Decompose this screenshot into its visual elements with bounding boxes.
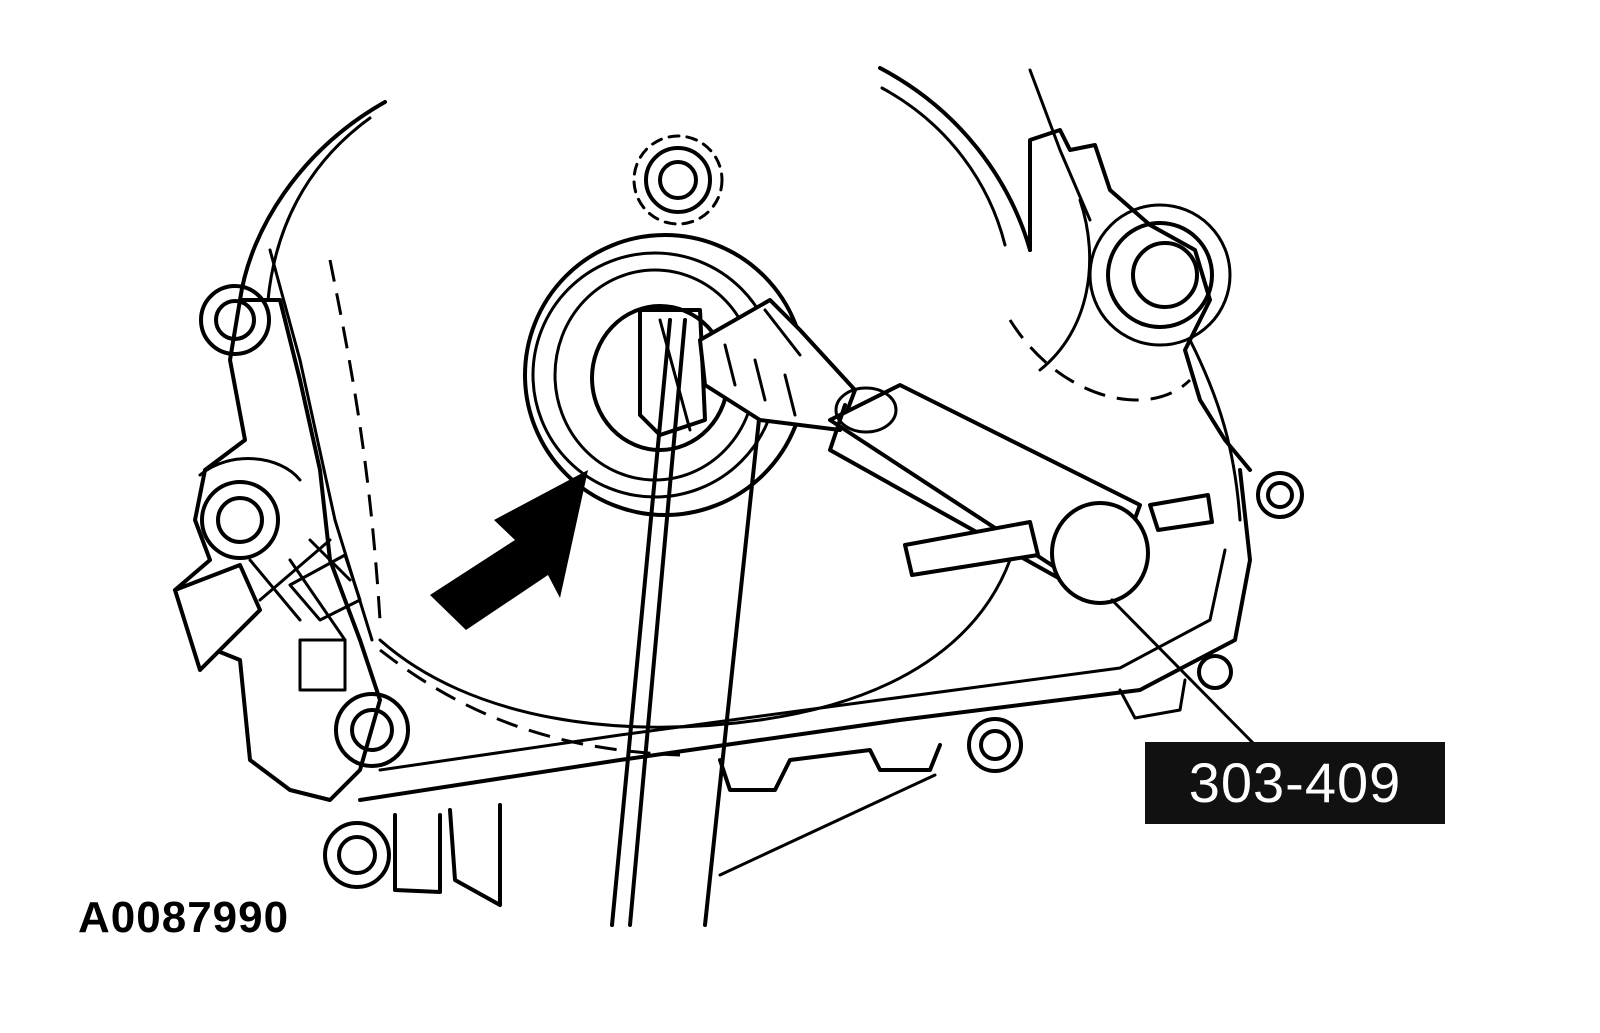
housing-inner-arc [378,558,1012,729]
housing-left-dash [328,259,382,621]
housing-right-dash [1008,319,1192,402]
threaded-adapter [698,298,857,432]
housing-right-arc-inner [880,86,1007,247]
bolt-bottom-left [323,821,391,889]
bolt-left-upper [199,284,271,356]
oil-pan-left [393,813,442,894]
housing-bottom-inner-edge [378,548,1227,772]
bolt-right-lower [1197,654,1233,690]
oil-pan-right [718,743,942,792]
bolt-right-upper [1088,203,1232,347]
oil-pan-mid [448,803,502,907]
seal-remover-tool-body [828,383,1150,605]
housing-right-lobe [1028,128,1252,472]
tool-number-callout: 303-409 [1145,742,1445,824]
pry-bar-left-edge [610,318,672,927]
callout-leader-line [1110,598,1257,747]
oil-pan-edge [1118,678,1187,720]
bolt-left-middle [198,457,302,560]
housing-left-arc-inner [266,116,372,302]
dipstick-line [1028,68,1092,222]
housing-bottom-edge [358,468,1252,802]
direction-arrow [430,470,588,630]
bolt-top-center [632,134,724,226]
bolt-right-small [1256,471,1304,519]
housing-right-arc [878,66,1032,252]
bolt-left-lower [334,692,410,768]
tool-brace [718,773,937,877]
pry-bar-right-edge [703,408,762,927]
housing-right-curve [1038,198,1092,372]
housing-right-lower [1188,338,1242,522]
bolt-bottom-center [967,717,1023,773]
housing-left-frame [173,298,382,802]
housing-left-arc [238,100,387,302]
housing-bottom-dash [379,648,681,757]
crankshaft-nose-detail [658,318,692,432]
left-bracket [173,538,362,692]
tool-t-handle [903,493,1214,577]
crankshaft-nose [638,308,707,437]
pry-bar-left-edge-2 [628,318,687,927]
figure-identifier: A0087990 [78,893,290,942]
housing-left-rib [268,248,374,642]
